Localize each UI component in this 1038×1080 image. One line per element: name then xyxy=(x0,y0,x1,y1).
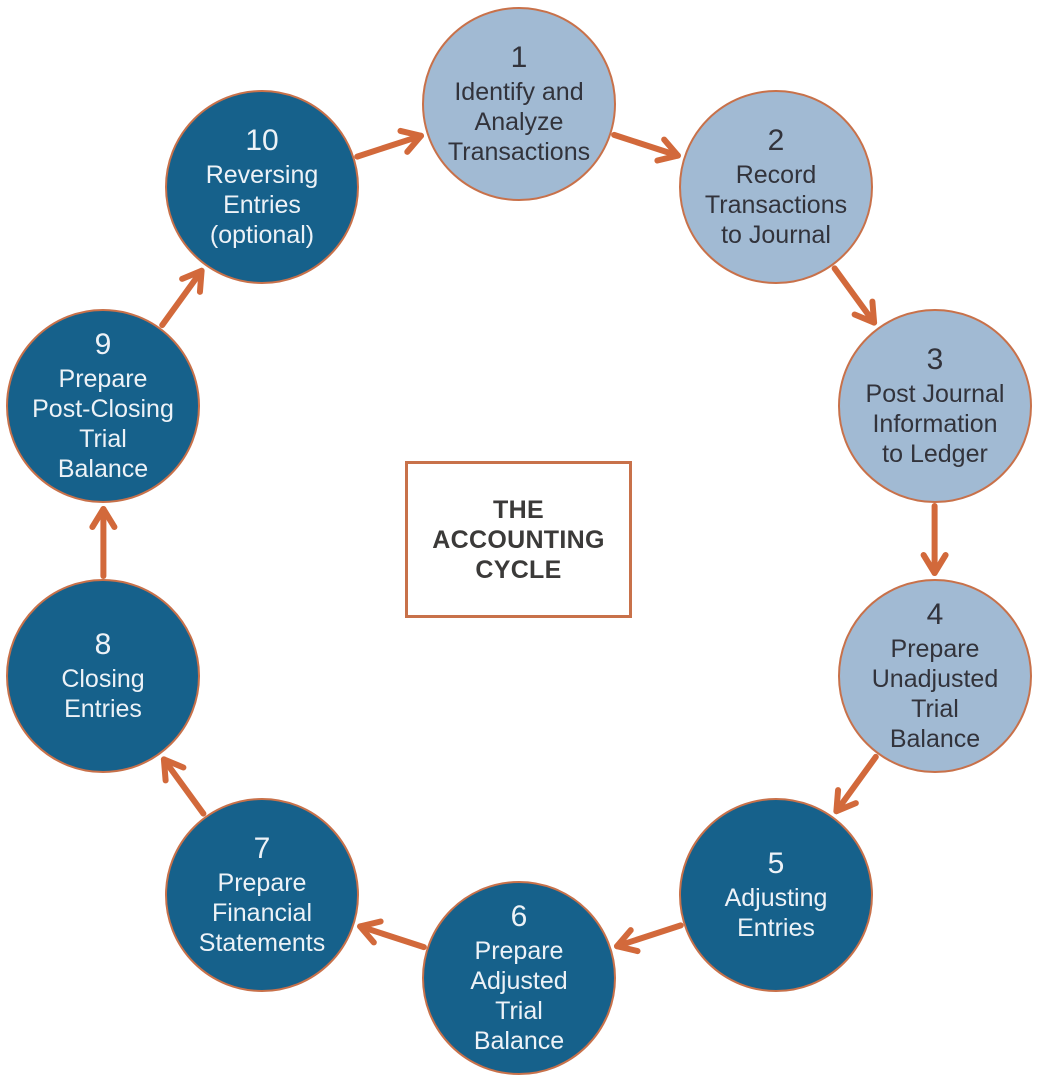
step-label: Closing Entries xyxy=(61,665,145,723)
step-number: 4 xyxy=(926,598,944,631)
step-number: 2 xyxy=(767,124,785,157)
step-circle-10: 10 Reversing Entries (optional) xyxy=(165,90,359,284)
step-label: Reversing Entries (optional) xyxy=(205,161,319,249)
step-number: 3 xyxy=(926,343,944,376)
step-circle-5: 5 Adjusting Entries xyxy=(679,798,873,992)
step-circle-8: 8 Closing Entries xyxy=(6,579,200,773)
step-label: Prepare Financial Statements xyxy=(198,869,326,957)
step-circle-9: 9 Prepare Post-Closing Trial Balance xyxy=(6,309,200,503)
step-number: 9 xyxy=(94,328,112,361)
step-number: 7 xyxy=(253,832,271,865)
step-circle-6: 6 Prepare Adjusted Trial Balance xyxy=(422,881,616,1075)
step-circle-3: 3 Post Journal Information to Ledger xyxy=(838,309,1032,503)
step-number: 8 xyxy=(94,628,112,661)
cycle-title: THE ACCOUNTING CYCLE xyxy=(432,495,605,584)
step-number: 5 xyxy=(767,847,785,880)
step-circle-2: 2 Record Transactions to Journal xyxy=(679,90,873,284)
cycle-title-box: THE ACCOUNTING CYCLE xyxy=(405,461,632,618)
step-number: 1 xyxy=(510,41,528,74)
step-number: 10 xyxy=(245,124,279,157)
step-label: Adjusting Entries xyxy=(724,884,828,942)
step-label: Prepare Adjusted Trial Balance xyxy=(470,937,568,1055)
step-circle-4: 4 Prepare Unadjusted Trial Balance xyxy=(838,579,1032,773)
step-label: Prepare Unadjusted Trial Balance xyxy=(871,635,999,753)
step-label: Record Transactions to Journal xyxy=(704,161,848,249)
step-label: Prepare Post-Closing Trial Balance xyxy=(32,365,174,483)
step-label: Identify and Analyze Transactions xyxy=(447,78,591,166)
step-circle-1: 1 Identify and Analyze Transactions xyxy=(422,7,616,201)
step-label: Post Journal Information to Ledger xyxy=(865,380,1005,468)
step-number: 6 xyxy=(510,900,528,933)
step-circle-7: 7 Prepare Financial Statements xyxy=(165,798,359,992)
